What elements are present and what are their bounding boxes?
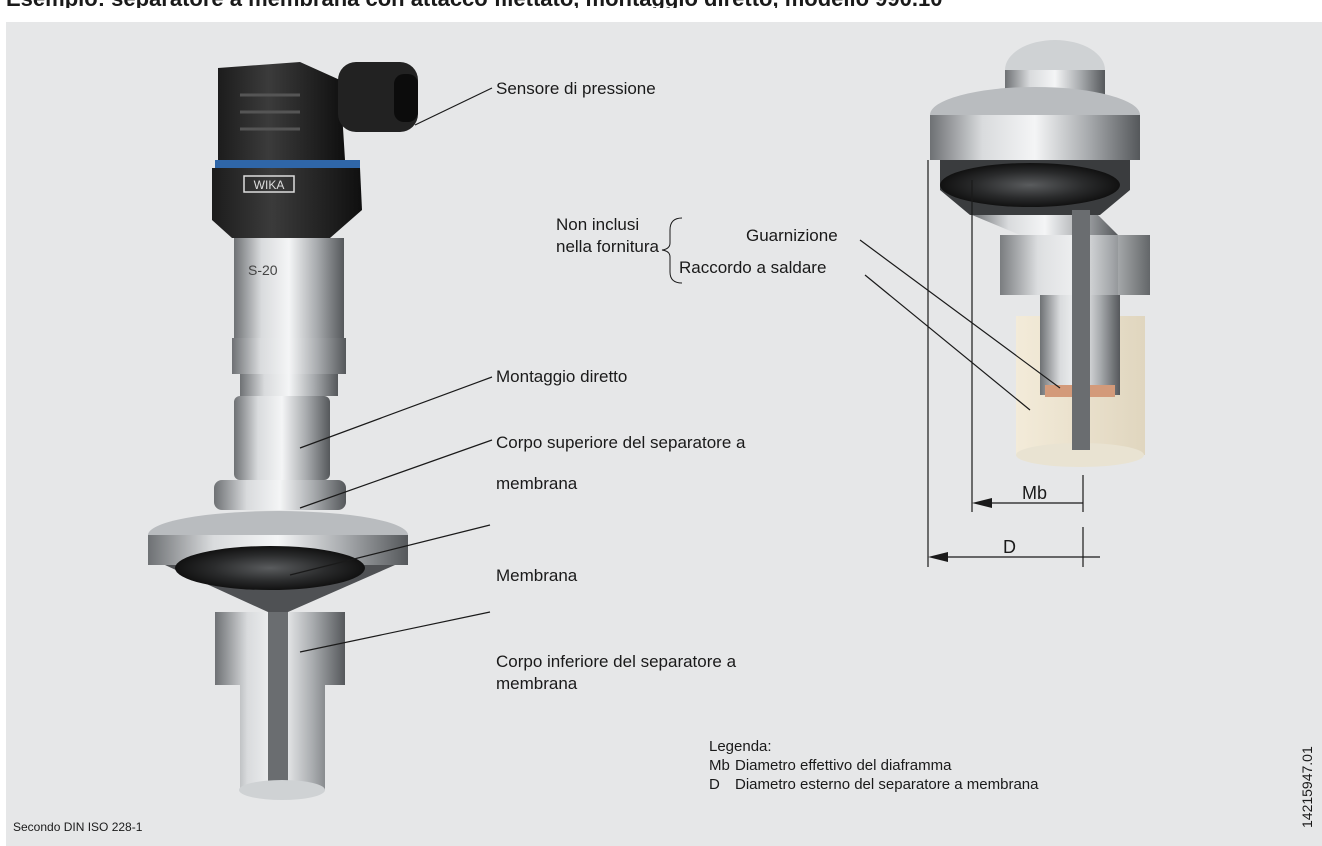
label-not-included-line1: Non inclusi [556,215,640,234]
legend-key: D [709,776,720,793]
legend-text: Diametro esterno del separatore a membra… [735,776,1039,793]
leader-lines-left [289,87,493,653]
label-lower-body-line2: membrana [496,674,578,693]
diaphragm-seal-section-drawing [930,40,1150,467]
dimension-mb: Mb [1022,483,1048,503]
leader-lines-right [661,217,1061,411]
legend-item: Mb Diametro effettivo del diaframma [709,756,1039,775]
model-marking: S-20 [248,262,278,278]
footer-note: Secondo DIN ISO 228-1 [13,820,143,834]
label-not-included-line2: nella fornitura [556,237,660,256]
label-direct-mount: Montaggio diretto [496,367,628,386]
label-gasket: Guarnizione [746,226,838,245]
dimension-lines [927,160,1100,567]
legend-item: D Diametro esterno del separatore a memb… [709,775,1039,794]
legend-key: Mb [709,757,730,774]
brand-logo: WIKA [254,178,285,192]
dimension-d: D [1003,537,1016,557]
label-weld-fitting: Raccordo a saldare [679,258,827,277]
page-title: Esempio: separatore a membrana con attac… [6,0,942,8]
pressure-sensor-drawing: WIKA S-20 [148,62,418,800]
legend: Legenda: Mb Diametro effettivo del diafr… [709,737,1039,794]
label-pressure-sensor: Sensore di pressione [496,79,656,98]
legend-text: Diametro effettivo del diaframma [735,757,952,774]
page-header: Esempio: separatore a membrana con attac… [0,0,1322,8]
label-upper-body-line1: Corpo superiore del separatore a [496,433,746,452]
label-lower-body-line1: Corpo inferiore del separatore a [496,652,737,671]
label-upper-body-line2: membrana [496,474,578,493]
label-membrane: Membrana [496,566,578,585]
document-number: 14215947.01 [1299,746,1315,828]
legend-title: Legenda: [709,738,772,755]
